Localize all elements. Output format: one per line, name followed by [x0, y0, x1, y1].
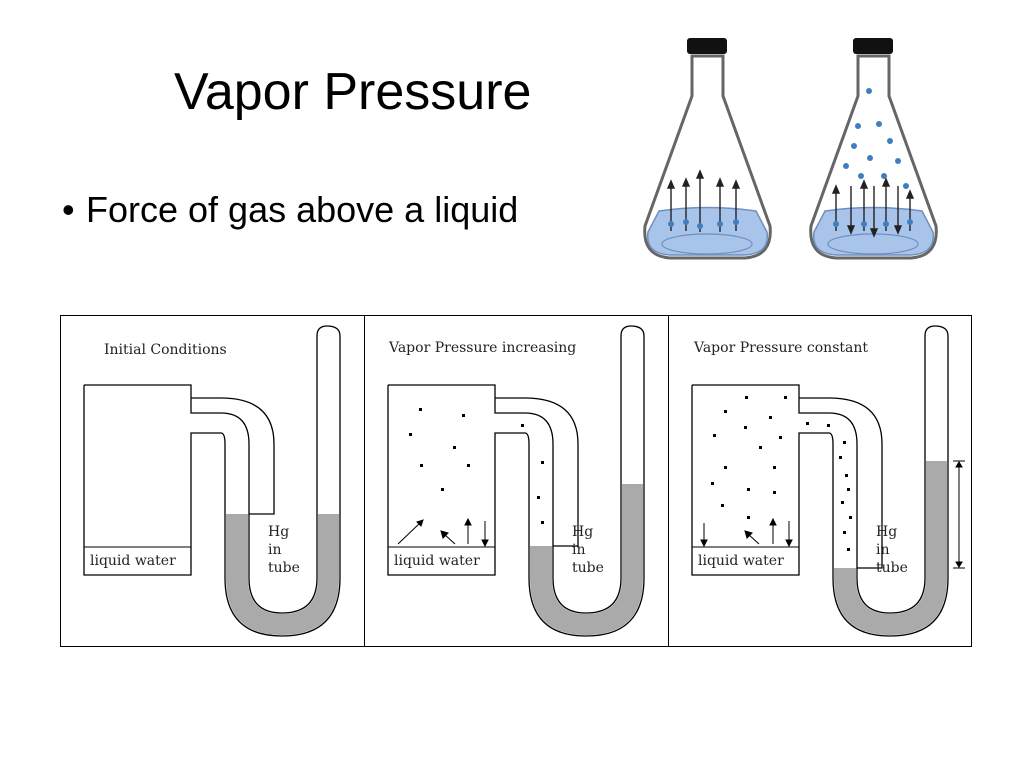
vapor-molecules: [409, 408, 544, 524]
u-tube-outer: [224, 325, 341, 637]
panel-vapor-pressure-constant: Vapor Pressure constant liquid water: [669, 316, 972, 646]
liquid-label: liquid water: [90, 553, 176, 569]
bullet-text: Force of gas above a liquid: [86, 189, 519, 230]
flask-open-evaporation: [643, 38, 772, 260]
hg-label-line1: Hg: [572, 524, 593, 540]
panel-1-drawing: Initial Conditions liquid water Hg in tu…: [83, 325, 341, 637]
liquid-label: liquid water: [394, 553, 480, 569]
bullet-marker: •: [62, 189, 75, 230]
slide-title: Vapor Pressure: [174, 63, 532, 121]
molecule-arrows: [700, 517, 793, 548]
panel-divider: [668, 316, 669, 646]
hg-label-line2: in: [876, 542, 890, 558]
hg-label-line1: Hg: [876, 524, 897, 540]
mercury: [530, 484, 643, 635]
flask-outline: [643, 54, 772, 260]
stopper: [687, 38, 727, 54]
panel-vapor-pressure-increasing: Vapor Pressure increasing liquid water: [365, 316, 668, 646]
panel-title: Vapor Pressure increasing: [388, 340, 576, 356]
mercury: [834, 461, 947, 635]
height-difference-arrow: [953, 460, 965, 569]
panel-title: Vapor Pressure constant: [693, 340, 868, 356]
flask-closed-equilibrium: [809, 38, 938, 260]
hg-label-line2: in: [268, 542, 282, 558]
panel-initial-conditions: Initial Conditions liquid water Hg in tu…: [61, 316, 364, 646]
molecules: [833, 219, 913, 227]
hg-label-line2: in: [572, 542, 586, 558]
stopper: [853, 38, 893, 54]
hg-label-line3: tube: [572, 560, 604, 576]
liquid-label: liquid water: [698, 553, 784, 569]
hg-label-line3: tube: [268, 560, 300, 576]
hg-label-line1: Hg: [268, 524, 289, 540]
manometer-diagram: Initial Conditions liquid water Hg in tu…: [60, 315, 972, 647]
panel-3-drawing: Vapor Pressure constant liquid water: [691, 325, 965, 637]
mercury: [226, 514, 339, 635]
vessel: [84, 384, 275, 515]
panel-divider: [364, 316, 365, 646]
gas-molecules: [843, 88, 909, 189]
molecules: [668, 219, 739, 229]
flask-outline: [809, 54, 938, 260]
bullet-item: • Force of gas above a liquid: [62, 192, 518, 228]
liquid-bottom: [661, 233, 753, 255]
panel-title: Initial Conditions: [104, 342, 227, 358]
hg-label-line3: tube: [876, 560, 908, 576]
molecule-arrows: [397, 517, 489, 548]
panel-2-drawing: Vapor Pressure increasing liquid water: [387, 325, 645, 637]
vapor-molecules: [711, 396, 852, 551]
